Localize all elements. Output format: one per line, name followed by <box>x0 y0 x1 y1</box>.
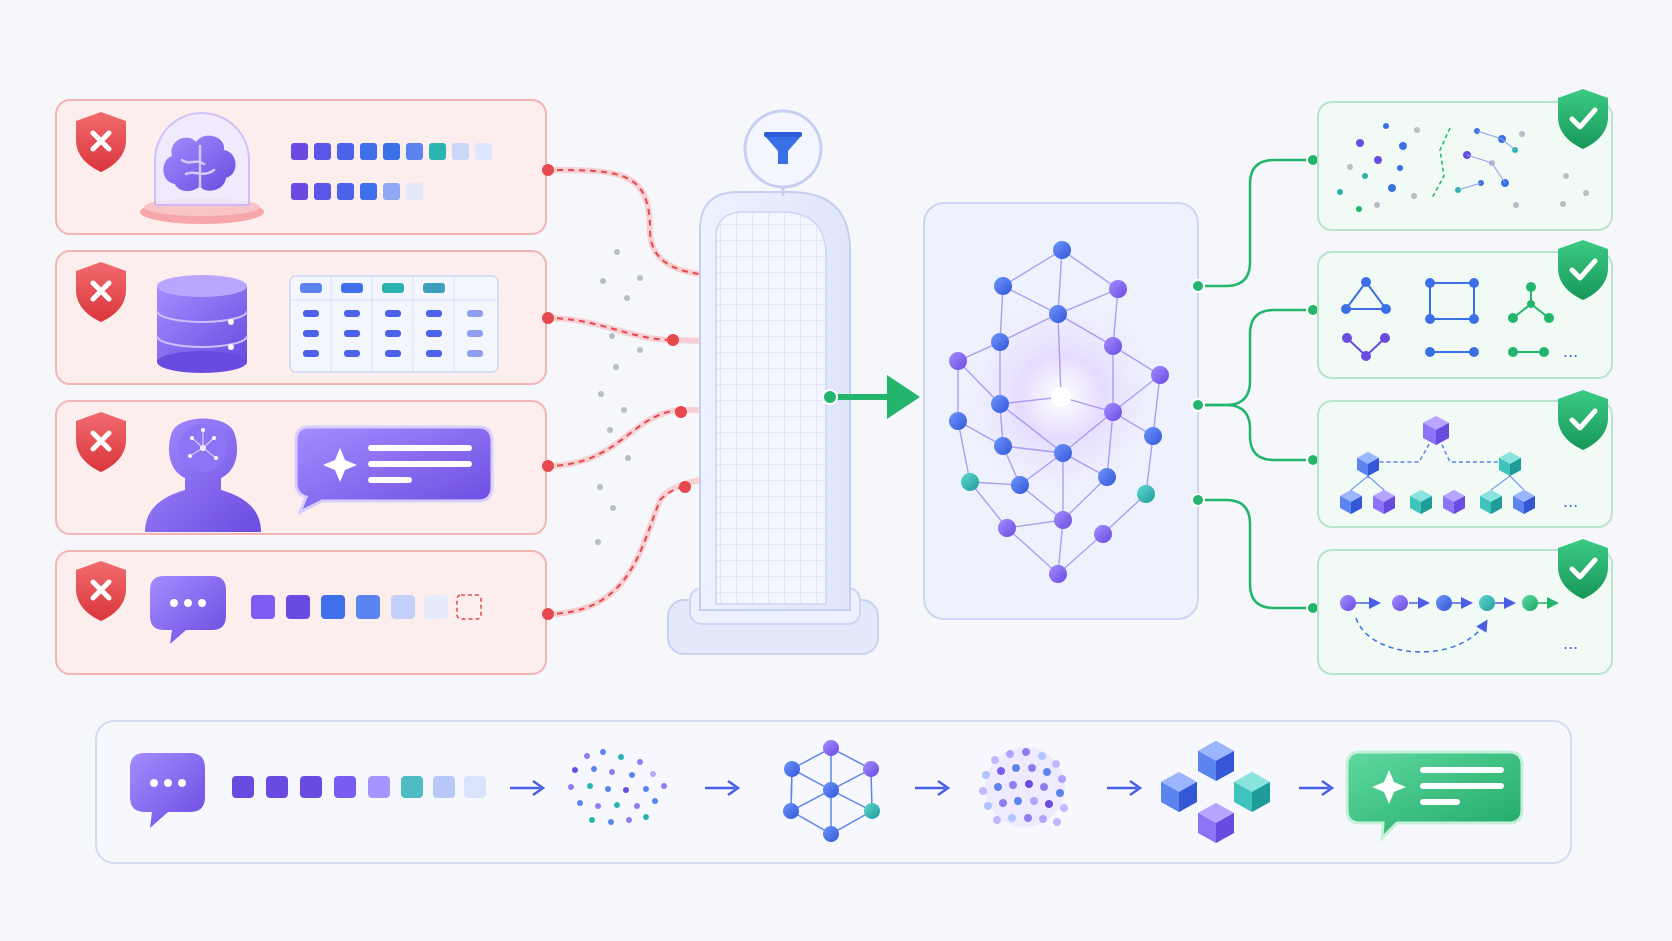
sparkle-chat-bubble <box>1345 750 1524 842</box>
cube-top <box>1423 416 1449 445</box>
accepted-connectors <box>1191 153 1320 615</box>
token-row-top <box>291 143 492 160</box>
rejected-panel-database <box>55 250 547 385</box>
database-icon <box>156 275 248 373</box>
shield-check-icon <box>1558 539 1608 599</box>
scattered-data-dots <box>595 249 643 545</box>
cube-hierarchy <box>1340 416 1535 514</box>
rejected-connectors <box>542 164 741 620</box>
rejected-panel-memory <box>55 99 547 235</box>
shield-check-icon <box>1558 240 1608 300</box>
filter-gate <box>667 168 879 655</box>
token-row-bottom <box>291 183 423 200</box>
rejected-panel-chat <box>55 550 547 675</box>
graph-cluster <box>783 740 880 842</box>
shield-x-icon <box>76 561 126 621</box>
accepted-panel-sequence: ... <box>1317 539 1613 675</box>
token-row-incomplete <box>251 594 482 620</box>
chat-dots-icon <box>130 753 205 828</box>
shield-x-icon <box>76 412 126 472</box>
shield-x-icon <box>76 262 126 322</box>
node-sequence <box>1340 595 1559 653</box>
pipeline-bar <box>95 720 1572 864</box>
data-table <box>289 275 499 373</box>
accepted-panel-graph-shapes: ... <box>1317 240 1613 379</box>
accepted-panel-cube-hierarchy: ... <box>1317 390 1613 528</box>
ellipsis-label: ... <box>1563 342 1578 361</box>
shield-x-icon <box>76 112 126 172</box>
rejected-panels <box>55 99 547 675</box>
sparkle-chat-bubble <box>294 425 494 516</box>
knowledge-graph-network <box>923 202 1199 620</box>
pipeline-arrows <box>510 779 1335 797</box>
rejected-panel-persona <box>55 400 547 535</box>
ellipsis-label: ... <box>1563 634 1578 653</box>
cube-cluster <box>1161 741 1270 843</box>
ellipsis-label: ... <box>1563 492 1578 511</box>
accepted-panel-scatter <box>1317 89 1613 231</box>
funnel-icon <box>743 109 823 189</box>
brain-icon <box>140 112 264 224</box>
filter-output-arrow <box>822 375 920 419</box>
point-cloud <box>568 749 667 825</box>
small-graph-shapes <box>1341 277 1554 361</box>
shield-check-icon <box>1558 390 1608 450</box>
accepted-panels: ... ... <box>1317 89 1613 675</box>
shield-check-icon <box>1558 89 1608 149</box>
chat-dots-icon <box>150 576 226 644</box>
token-row <box>232 776 486 798</box>
scattered-nodes <box>1337 123 1589 212</box>
dense-cloud <box>979 747 1068 827</box>
head-network-icon <box>145 418 261 532</box>
